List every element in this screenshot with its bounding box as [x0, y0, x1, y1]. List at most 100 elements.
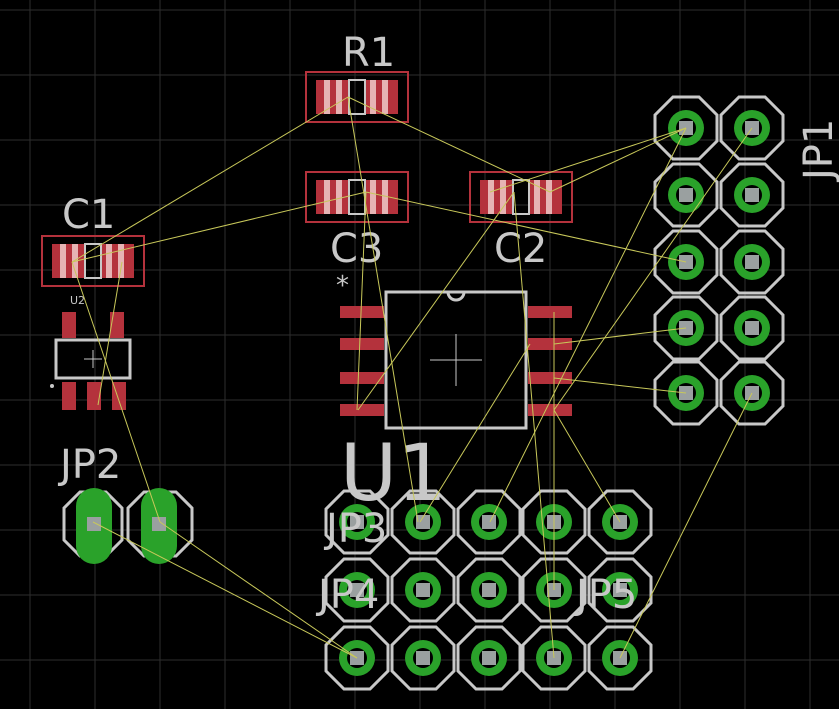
jp1-pin-5-outline	[653, 229, 719, 295]
c2-outline	[469, 171, 573, 223]
jp2-header[interactable]	[62, 488, 194, 564]
label-pin1: *	[336, 271, 349, 301]
header-pin-r2-c5-hole	[613, 583, 627, 597]
jp1-pin-2-outline	[719, 95, 785, 161]
u2-ic[interactable]	[50, 312, 132, 410]
label-c3: C3	[330, 226, 383, 272]
u2-pin1-dot	[50, 384, 54, 388]
c1-pad-stripe	[106, 244, 112, 278]
airwire-20	[159, 521, 358, 659]
label-jp2: JP2	[57, 442, 121, 488]
header-pin-r2-c2	[390, 557, 456, 623]
u2-pad-top-2	[110, 312, 124, 338]
r1-pad-stripe	[324, 80, 330, 114]
jp1-pin-8	[719, 295, 785, 361]
label-r1: R1	[342, 30, 395, 76]
c3-pad-stripe	[324, 180, 330, 214]
jp1-pin-7-outline	[653, 295, 719, 361]
jp1-pin-6-hole	[745, 255, 759, 269]
u2-pad-bot-2	[87, 382, 101, 410]
airwires	[71, 96, 753, 659]
header-pin-r1-c5-outline	[587, 489, 653, 555]
c2-pad-stripe	[546, 180, 552, 214]
header-pin-r1-c3-outline	[456, 489, 522, 555]
smd-components	[41, 71, 573, 287]
header-pin-r1-c2-outline	[390, 489, 456, 555]
u1-body-outline	[384, 290, 528, 430]
c2-pad-right	[528, 180, 562, 214]
jp2-outline-right	[126, 490, 194, 558]
airwire-1	[71, 96, 349, 263]
header-pin-r3-c2-hole	[416, 651, 430, 665]
airwire-2	[347, 96, 551, 193]
c1	[41, 235, 145, 287]
airwire-16	[619, 392, 753, 659]
r1-pad-stripe	[382, 80, 388, 114]
jp1-pin-3-hole	[679, 188, 693, 202]
c2-body	[512, 179, 530, 215]
u1-pad-left-3	[340, 372, 384, 384]
u2-pad-bot-1	[62, 382, 76, 410]
r1-pad-stripe	[370, 80, 376, 114]
c1-pad-stripe	[118, 244, 124, 278]
header-pin-r3-c3-outline	[456, 625, 522, 691]
header-pin-r2-c3	[456, 557, 522, 623]
u1-ic[interactable]	[384, 290, 528, 430]
airwire-15	[553, 409, 621, 523]
c3-pad-stripe	[336, 180, 342, 214]
c1-outline	[41, 235, 145, 287]
u1-pad-left-2	[340, 338, 384, 350]
airwire-7	[489, 127, 687, 193]
label-jp1: JP1	[796, 119, 839, 183]
c3-body	[348, 179, 366, 215]
airwire-3	[347, 96, 419, 523]
label-u2: U2	[70, 294, 85, 307]
r1-pad-left	[316, 80, 350, 114]
c1-pad-stripe	[60, 244, 66, 278]
c2-pad-stripe	[488, 180, 494, 214]
header-pin-r3-c2-outline	[390, 625, 456, 691]
jp1-pin-8-hole	[745, 321, 759, 335]
header-pin-r1-c1-outline	[324, 489, 390, 555]
jp1-pin-9-outline	[653, 360, 719, 426]
c2-pad-left	[480, 180, 514, 214]
label-jp4: JP4	[315, 572, 379, 618]
c3-outline	[305, 171, 409, 223]
header-pin-r2-c2-hole	[416, 583, 430, 597]
jp1-pin-10-outline	[719, 360, 785, 426]
header-pin-r3-c3	[456, 625, 522, 691]
header-pin-r1-c2	[390, 489, 456, 555]
airwire-12	[553, 127, 753, 411]
airwire-4	[71, 191, 367, 263]
jp2-hole-1	[87, 517, 101, 531]
header-pin-r2-c3-outline	[456, 557, 522, 623]
airwire-6	[356, 191, 367, 411]
r1-outline	[305, 71, 409, 123]
header-pin-r1-c3	[456, 489, 522, 555]
header-pin-r1-c2-hole	[416, 515, 430, 529]
label-c1: C1	[62, 192, 115, 238]
c2-pad-stripe	[500, 180, 506, 214]
u2-body-outline	[54, 338, 132, 380]
header-pin-r1-c1	[324, 489, 390, 555]
u1-notch	[446, 291, 466, 302]
u1-pad-left-4	[340, 404, 384, 416]
c3	[305, 171, 409, 223]
jp1-pin-4-hole	[745, 188, 759, 202]
airwire-11	[489, 127, 687, 523]
u1-pad-right-2	[528, 338, 572, 350]
c3-pad-right	[364, 180, 398, 214]
u1-pad-right-4	[528, 404, 572, 416]
c3-pad-stripe	[382, 180, 388, 214]
airwire-5	[365, 191, 687, 263]
header-pin-r3-c1-outline	[324, 625, 390, 691]
airwire-10	[549, 127, 687, 193]
header-pin-r2-c3-hole	[482, 583, 496, 597]
header-pin-r3-c4-outline	[521, 625, 587, 691]
u1-pads	[340, 306, 572, 416]
jp2-hole-2	[152, 517, 166, 531]
airwire-9	[513, 191, 555, 659]
header-pin-r1-c3-hole	[482, 515, 496, 529]
header-pin-r2-c1	[324, 557, 390, 623]
